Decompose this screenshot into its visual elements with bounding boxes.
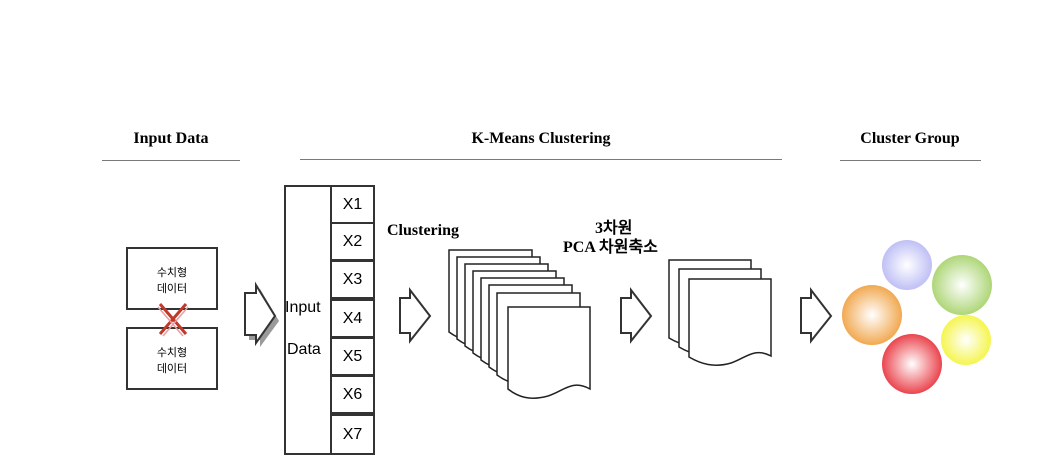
heading-cluster-group: Cluster Group (860, 130, 960, 147)
feature-cell-x6: X6 (330, 375, 375, 414)
rule-cluster-group (840, 160, 981, 161)
feature-cell-x3: X3 (330, 260, 375, 299)
input-box-top-line1: 수치형 (156, 267, 188, 279)
heading-input-data: Input Data (133, 130, 209, 147)
block-arrow-right-icon (244, 281, 279, 347)
input-box-bottom-line1: 수치형 (156, 347, 188, 359)
x-mark-icon (157, 303, 189, 337)
pca-label-line1: 3차원 (595, 220, 633, 237)
heading-kmeans: K-Means Clustering (471, 130, 611, 147)
input-box-top-line2: 데이터 (156, 283, 188, 295)
rule-kmeans (300, 159, 782, 160)
input-box-top: 수치형 데이터 (126, 247, 218, 310)
input-column-word1: Input (285, 299, 321, 316)
input-box-bottom-line2: 데이터 (156, 363, 188, 375)
sphere-icon (882, 240, 932, 290)
input-column-word2: Data (287, 341, 321, 358)
sphere-icon (932, 255, 992, 315)
document-stack-icon (448, 249, 591, 399)
sphere-icon (941, 315, 991, 365)
feature-cell-x4: X4 (330, 299, 375, 338)
block-arrow-right-icon (399, 287, 432, 344)
block-arrow-right-icon (620, 287, 653, 344)
block-arrow-right-icon (800, 287, 833, 344)
document-stack-icon (668, 259, 772, 366)
rule-input-data (102, 160, 240, 161)
sphere-icon (882, 334, 942, 394)
clustering-label: Clustering (387, 222, 459, 239)
input-box-bottom: 수치형 데이터 (126, 327, 218, 390)
pca-label-line2: PCA 차원축소 (563, 239, 658, 256)
sphere-icon (842, 285, 902, 345)
feature-cell-x7: X7 (330, 414, 375, 455)
feature-cell-x1: X1 (330, 185, 375, 224)
